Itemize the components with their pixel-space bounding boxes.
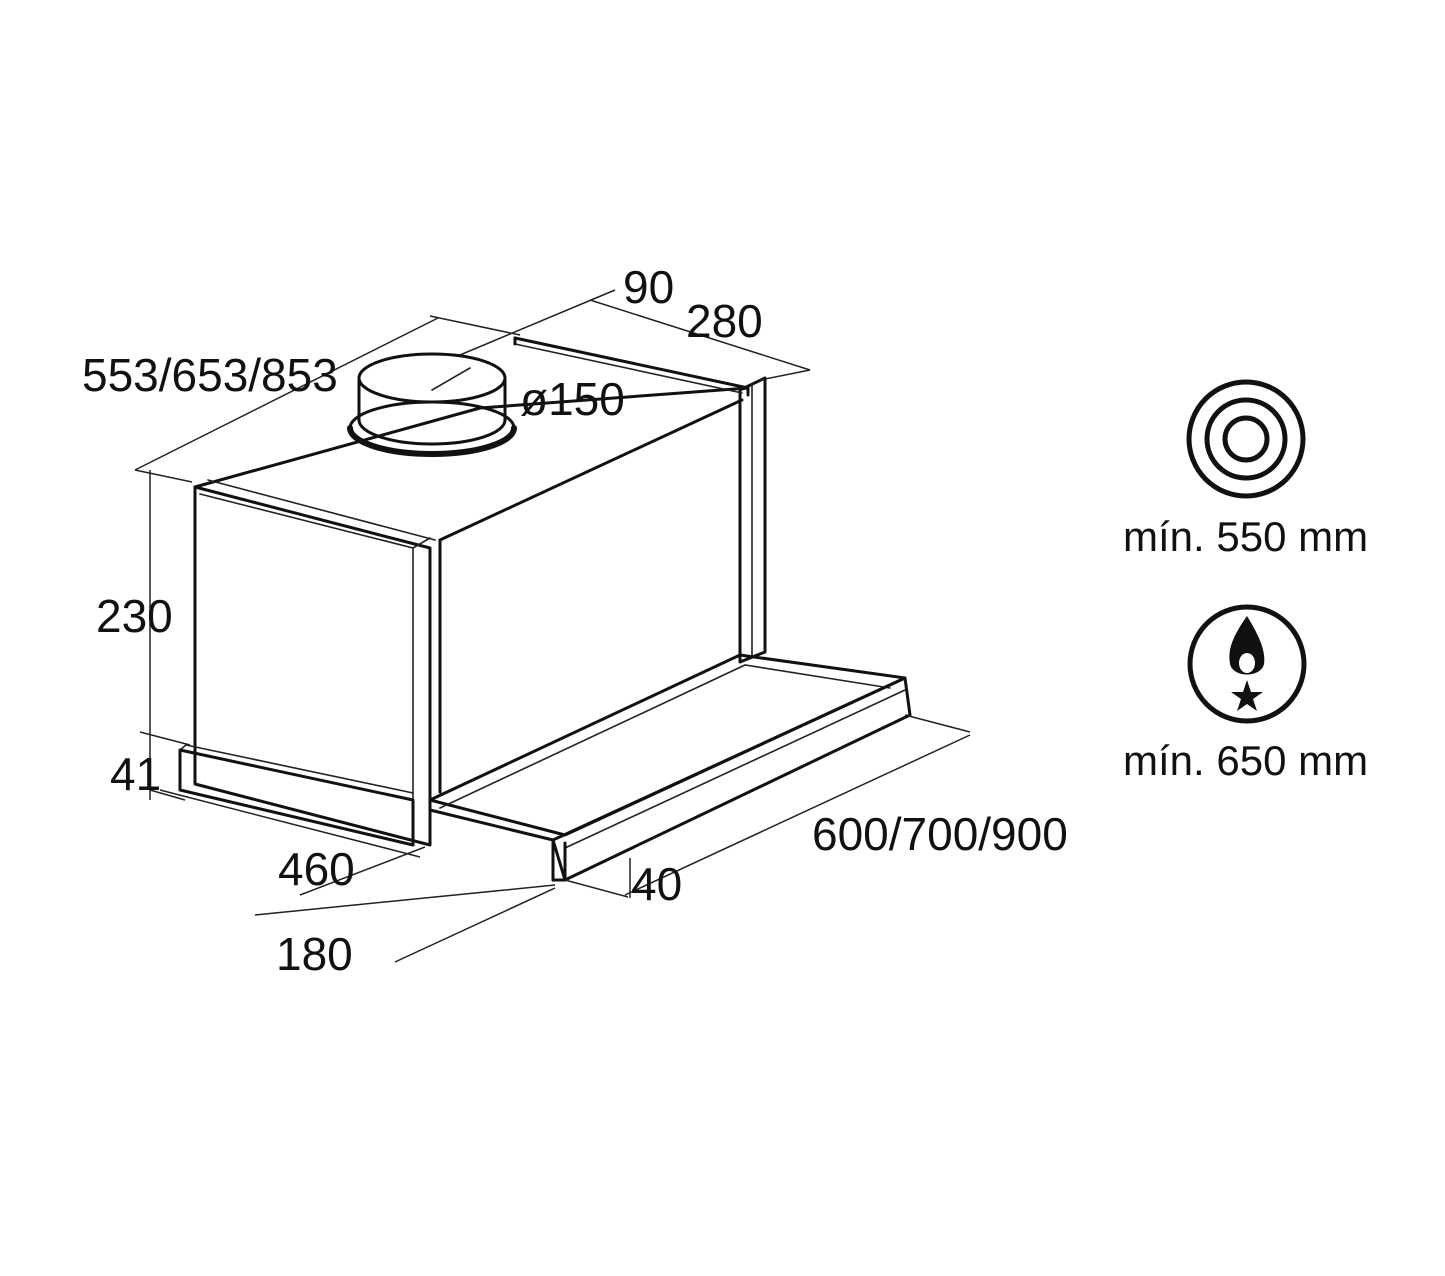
dim-40: 40 <box>631 858 682 910</box>
clearance-electric-label: mín. 550 mm <box>1123 513 1368 560</box>
electric-hob-icon <box>1186 379 1306 499</box>
dim-90: 90 <box>623 261 674 313</box>
dim-230: 230 <box>96 590 173 642</box>
telescopic-drawer <box>428 653 912 882</box>
hood-base <box>178 744 415 847</box>
duct-collar <box>347 352 517 457</box>
clearance-gas-label: mín. 650 mm <box>1123 737 1368 784</box>
dim-duct-diameter: ø150 <box>520 373 625 425</box>
hood-body <box>193 336 767 847</box>
dim-180: 180 <box>276 928 353 980</box>
dim-width-total: 553/653/853 <box>82 349 338 401</box>
dim-width-front: 600/700/900 <box>812 808 1068 860</box>
dim-460: 460 <box>278 843 355 895</box>
gas-hob-icon <box>1187 604 1307 724</box>
dim-41: 41 <box>110 748 161 800</box>
dimension-lines <box>134 289 971 963</box>
dim-280: 280 <box>686 295 763 347</box>
